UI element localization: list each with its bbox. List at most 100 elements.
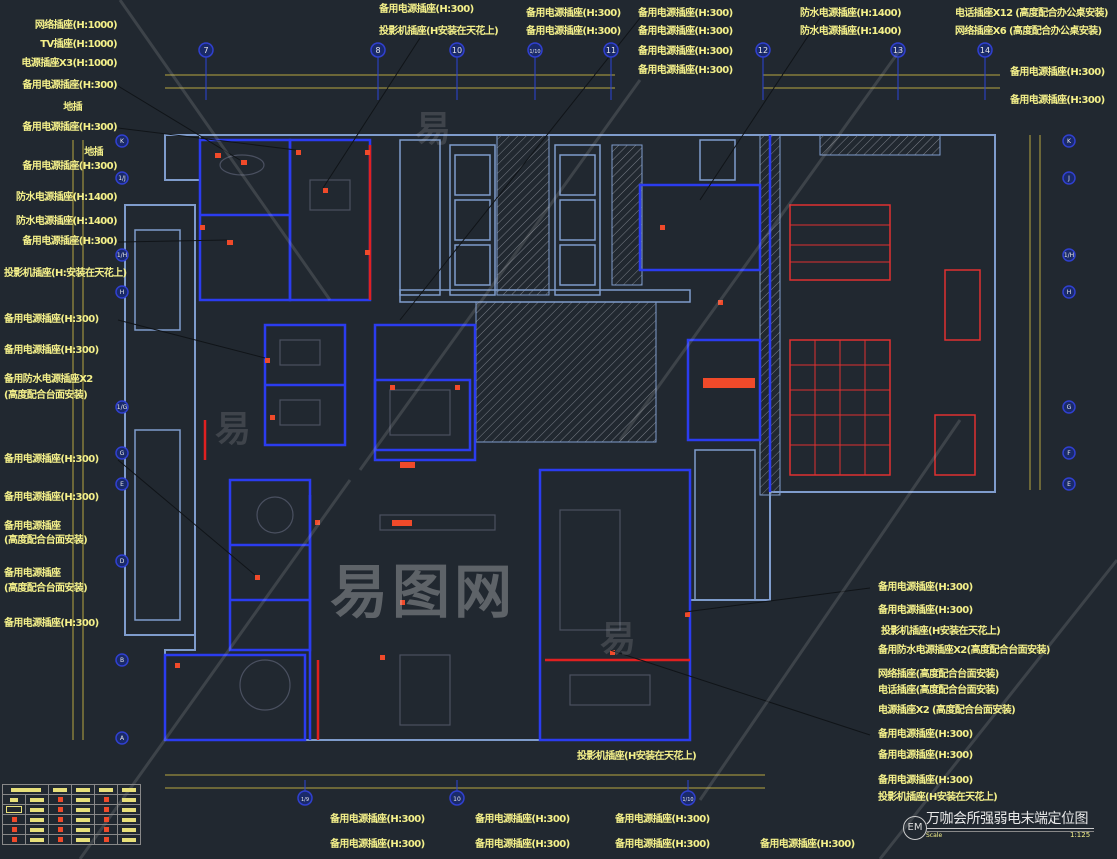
annotation-label: 备用电源插座	[4, 568, 61, 579]
annotation-label: 备用电源插座(H:300)	[330, 839, 425, 850]
title-underline	[926, 828, 1094, 832]
annotation-label: 投影机插座(H安装在天花上)	[379, 26, 499, 37]
axis-bubble: 13	[893, 46, 903, 55]
axis-bubble: 11	[606, 46, 616, 55]
axis-bubble: 1/9	[301, 797, 309, 803]
annotation-label: 备用电源插座(H:300)	[1010, 95, 1105, 106]
annotation-label: 备用电源插座(H:300)	[22, 161, 117, 172]
annotation-label: (高度配合台面安装)	[4, 535, 88, 546]
annotation-label: 防水电源插座(H:1400)	[800, 8, 902, 19]
annotation-label: 电话插座(高度配合台面安装)	[878, 685, 999, 696]
drawing-title: 万咖会所强弱电末端定位图	[926, 811, 1089, 827]
annotation-label: 备用电源插座(H:300)	[638, 46, 733, 57]
axis-bubble: 1/10	[682, 797, 693, 803]
annotation-label: 防水电源插座(H:1400)	[800, 26, 902, 37]
annotation-label: 防水电源插座(H:1400)	[16, 216, 118, 227]
annotation-label: 投影机插座(H安装在天花上)	[878, 792, 998, 803]
annotation-label: 电话插座X12 (高度配合办公桌安装)	[955, 8, 1108, 19]
axis-bubble: 8	[375, 46, 380, 55]
axis-bubble: 1/H	[117, 252, 127, 259]
axis-lines	[205, 55, 986, 795]
axis-bubble: G	[1067, 404, 1072, 411]
watermark: 易	[415, 109, 452, 150]
annotation-label: 备用电源插座(H:300)	[878, 582, 973, 593]
annotation-label: 网络插座X6 (高度配合办公桌安装)	[955, 26, 1102, 37]
axis-bubble: 7	[203, 46, 208, 55]
annotation-label: TV插座(H:1000)	[40, 39, 117, 50]
annotation-label: 备用电源插座(H:300)	[638, 8, 733, 19]
axis-bubble: K	[120, 138, 125, 145]
annotation-label: 投影机插座(H安装在天花上)	[577, 751, 697, 762]
axis-bubble: F	[1067, 450, 1071, 457]
annotation-label: 备用电源插座(H:300)	[1010, 67, 1105, 78]
annotation-label: 备用电源插座(H:300)	[4, 345, 99, 356]
annotation-label: 备用电源插座(H:300)	[878, 605, 973, 616]
annotation-label: 备用电源插座(H:300)	[878, 775, 973, 786]
red-wall-accents	[203, 145, 690, 740]
axis-bubble: H	[120, 289, 125, 296]
annotation-label: 备用电源插座(H:300)	[526, 26, 621, 37]
watermark-logo: 易图网	[330, 558, 517, 626]
symbol-legend-table	[2, 784, 141, 845]
axis-bubble: B	[120, 657, 124, 664]
axis-bubble: 14	[980, 46, 990, 55]
annotation-label: 备用电源插座(H:300)	[379, 4, 474, 15]
axis-bubble: 1/H	[1064, 252, 1074, 259]
annotation-label: 备用电源插座(H:300)	[878, 750, 973, 761]
desk-dividers	[790, 224, 890, 475]
annotation-label: 备用电源插座(H:300)	[878, 729, 973, 740]
scale-value: 1:125	[1070, 831, 1091, 839]
watermark: 易	[215, 409, 252, 450]
logo-badge: EM	[903, 816, 927, 840]
annotation-label: 备用防水电源插座X2	[4, 374, 93, 385]
annotation-label: 备用电源插座	[4, 521, 61, 532]
annotation-label: 电源插座X2 (高度配合台面安装)	[878, 705, 1016, 716]
annotation-label: 防水电源插座(H:1400)	[16, 192, 118, 203]
axis-bubbles-sides	[115, 134, 1076, 745]
axis-bubble: G	[120, 450, 125, 457]
annotation-label: 投影机插座(H安装在天花上)	[881, 626, 1001, 637]
annotation-label: 备用电源插座(H:300)	[638, 26, 733, 37]
watermark: 易	[600, 619, 637, 660]
axis-bubbles-top-bottom	[198, 42, 993, 806]
axis-bubble: 1/G	[117, 404, 128, 411]
annotation-label: 备用电源插座(H:300)	[4, 492, 99, 503]
axis-bubble: H	[1067, 289, 1072, 296]
axis-bubble: D	[120, 558, 125, 565]
furniture	[219, 154, 651, 726]
annotation-label: 备用电源插座(H:300)	[760, 839, 855, 850]
dimension-lines	[72, 74, 1041, 789]
axis-bubble: K	[1067, 138, 1072, 145]
axis-bubble: 1/J	[118, 175, 126, 182]
annotation-label: 备用电源插座(H:300)	[330, 814, 425, 825]
annotation-label: (高度配合台面安装)	[4, 390, 88, 401]
axis-bubble: 12	[758, 46, 768, 55]
annotation-label: 备用电源插座(H:300)	[4, 618, 99, 629]
axis-bubble: J	[1067, 175, 1070, 182]
annotation-label: 电源插座X3(H:1000)	[21, 58, 117, 69]
axis-bubble: 10	[452, 46, 462, 55]
annotation-label: 备用电源插座(H:300)	[475, 814, 570, 825]
annotation-label: 备用电源插座(H:300)	[615, 814, 710, 825]
annotation-label: 备用电源插座(H:300)	[475, 839, 570, 850]
annotation-label: 网络插座(H:1000)	[34, 20, 118, 31]
interior-walls	[163, 135, 772, 742]
annotation-label: 网络插座(高度配合台面安装)	[878, 669, 999, 680]
scale-label: Scale	[926, 832, 943, 839]
axis-bubble: E	[1067, 481, 1071, 488]
annotation-label: 备用电源插座(H:300)	[22, 122, 117, 133]
axis-bubble: 10	[453, 796, 461, 803]
annotation-label: 地插	[84, 147, 103, 158]
annotation-label: (高度配合台面安装)	[4, 583, 88, 594]
axis-bubble: 1/10	[529, 49, 540, 55]
annotation-label: 投影机插座(H:安装在天花上)	[4, 268, 127, 279]
leader-lines	[117, 17, 871, 736]
annotation-label: 备用电源插座(H:300)	[4, 314, 99, 325]
axis-bubble: E	[120, 481, 124, 488]
annotation-label: 备用电源插座(H:300)	[615, 839, 710, 850]
annotation-label: 备用电源插座(H:300)	[22, 80, 117, 91]
axis-bubble: A	[120, 735, 125, 742]
annotation-label: 备用电源插座(H:300)	[526, 8, 621, 19]
